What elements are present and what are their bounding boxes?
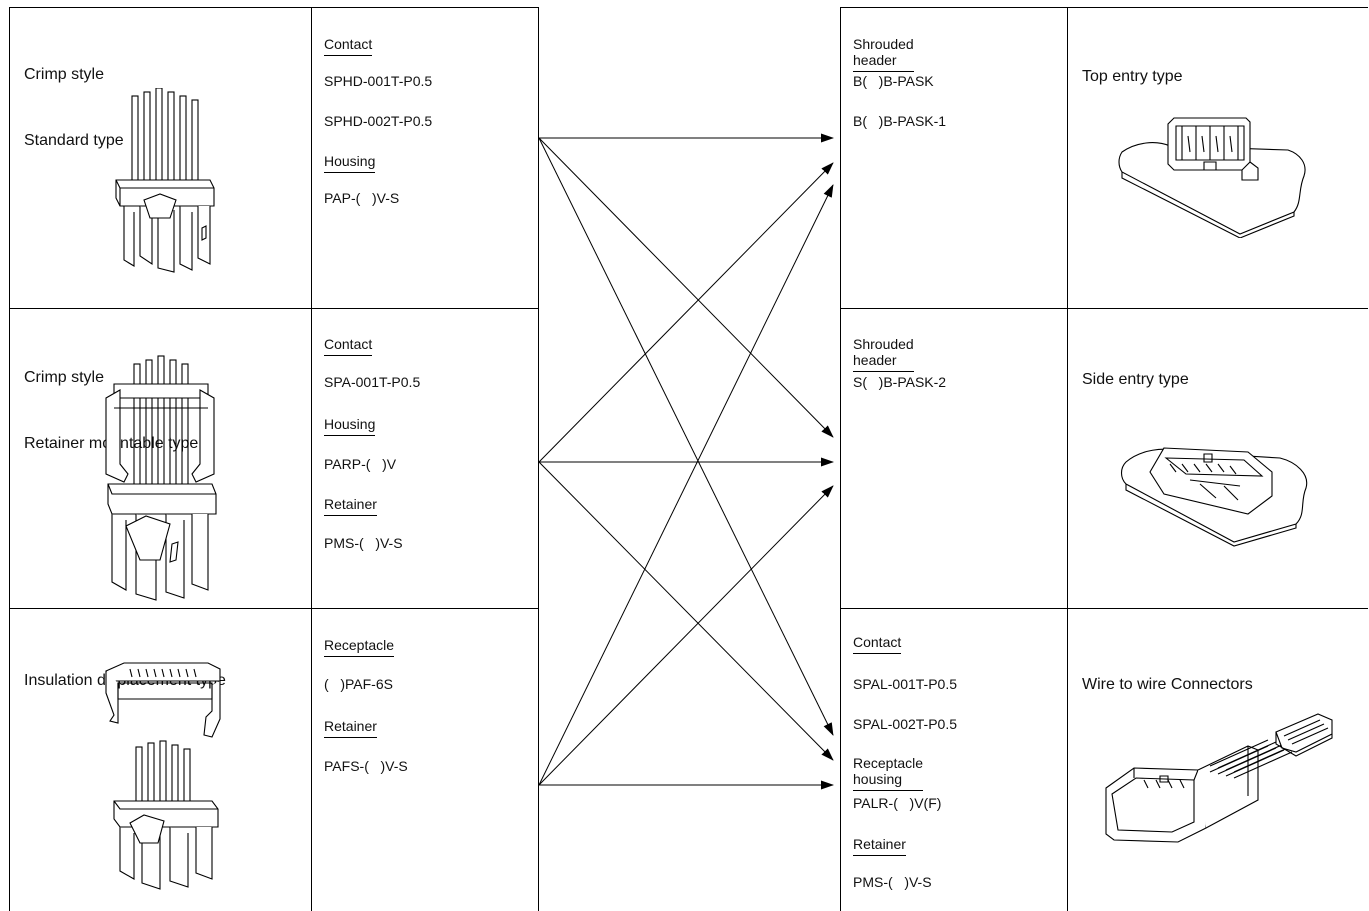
left-table-left-border	[9, 7, 10, 911]
left-table-row-divider	[9, 608, 539, 609]
part-heading: Receptacle housing	[853, 755, 924, 791]
part-number: B( )B-PASK-1	[853, 113, 947, 129]
part-heading: Contact	[324, 336, 373, 356]
title-line: Top entry type	[1082, 68, 1183, 85]
retainer-crimp-housing-illustration	[105, 355, 217, 601]
title-line: Crimp style	[24, 369, 105, 386]
idc-receptacle-illustration	[105, 662, 221, 890]
right-table-top-border	[840, 7, 1368, 8]
part-number: S( )B-PASK-2	[853, 374, 947, 390]
wire-to-wire-connector-illustration	[1105, 713, 1333, 843]
right-row-3-title: Wire to wire Connectors	[1082, 630, 1253, 718]
title-line: Crimp style	[24, 66, 105, 83]
part-number: PARP-( )V	[324, 456, 397, 472]
part-number: PAP-( )V-S	[324, 190, 400, 206]
title-line: Wire to wire Connectors	[1082, 676, 1253, 693]
left-table-right-border	[538, 7, 539, 911]
connection-arrow-1-to-3	[538, 137, 834, 736]
part-heading: Housing	[324, 416, 376, 436]
part-heading: Retainer	[324, 718, 377, 738]
title-line: Side entry type	[1082, 371, 1189, 388]
part-heading: Housing	[324, 153, 376, 173]
right-table-col-divider	[1067, 7, 1068, 911]
part-heading: Retainer	[324, 496, 377, 516]
left-table-col-divider	[311, 7, 312, 911]
right-table-row-divider	[840, 308, 1368, 309]
part-heading: Contact	[324, 36, 373, 56]
part-number: PMS-( )V-S	[324, 535, 403, 551]
connection-arrow-1-to-2	[538, 137, 834, 438]
part-heading: Retainer	[853, 836, 906, 856]
standard-crimp-housing-illustration	[115, 88, 215, 273]
part-number: SPHD-002T-P0.5	[324, 113, 433, 129]
right-row-1-title: Top entry type	[1082, 22, 1183, 110]
connection-arrow-2-to-3	[538, 461, 834, 761]
connection-arrow-3-to-1	[538, 184, 834, 786]
part-number: B( )B-PASK	[853, 73, 934, 89]
part-heading: Shrouded header	[853, 336, 914, 372]
part-heading: Receptacle	[324, 637, 395, 657]
part-number: SPAL-001T-P0.5	[853, 676, 958, 692]
part-number: ( )PAF-6S	[324, 676, 393, 692]
right-row-2-title: Side entry type	[1082, 325, 1189, 413]
part-number: PAFS-( )V-S	[324, 758, 408, 774]
part-number: PMS-( )V-S	[853, 874, 932, 890]
part-number: SPAL-002T-P0.5	[853, 716, 958, 732]
right-table-row-divider	[840, 608, 1368, 609]
connection-arrow-3-to-2	[538, 485, 834, 786]
left-table-row-divider	[9, 308, 539, 309]
part-heading: Shrouded header	[853, 36, 914, 72]
left-row-1-title: Crimp style Standard type	[24, 20, 124, 174]
side-entry-header-illustration	[1120, 447, 1308, 547]
part-number: SPHD-001T-P0.5	[324, 73, 433, 89]
connection-arrow-2-to-1	[538, 162, 834, 463]
left-table-top-border	[9, 7, 539, 8]
right-table-left-border	[840, 7, 841, 911]
part-number: PALR-( )V(F)	[853, 795, 942, 811]
title-line: Standard type	[24, 132, 124, 149]
top-entry-header-illustration	[1118, 117, 1306, 238]
part-heading: Contact	[853, 634, 902, 654]
part-number: SPA-001T-P0.5	[324, 374, 421, 390]
